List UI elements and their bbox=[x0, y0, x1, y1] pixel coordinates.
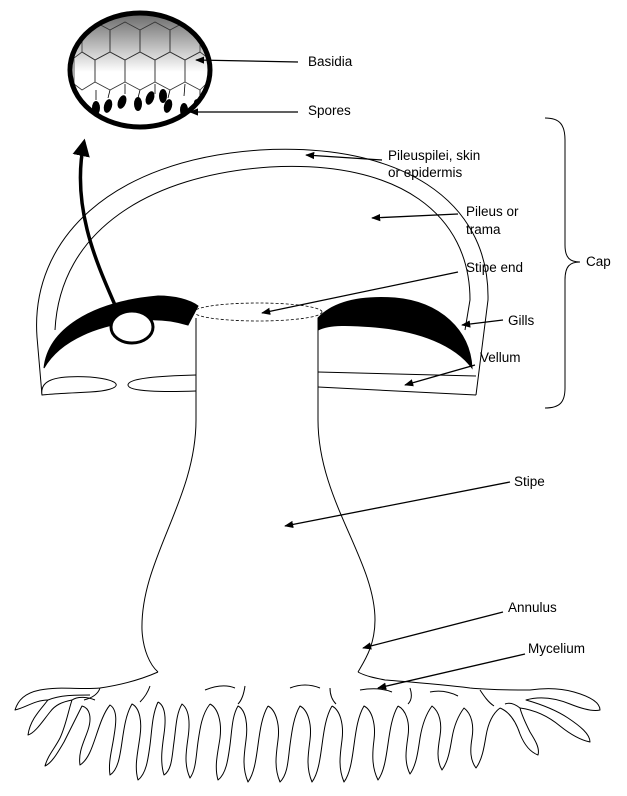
label-mycelium: Mycelium bbox=[528, 641, 585, 656]
label-pileuspilei-1: Pileuspilei, skin bbox=[388, 148, 480, 163]
stipe-end-ellipse bbox=[194, 303, 322, 321]
cap-structure bbox=[37, 149, 488, 395]
vellum-left-inner bbox=[128, 375, 196, 391]
label-pileus-1: Pileus or bbox=[466, 204, 519, 219]
arrow-vellum bbox=[405, 365, 475, 385]
label-basidia: Basidia bbox=[308, 54, 353, 69]
arrow-gills bbox=[462, 320, 503, 325]
arrow-mycelium bbox=[378, 654, 525, 688]
label-stipe-end: Stipe end bbox=[466, 260, 523, 275]
spore bbox=[134, 97, 142, 111]
arrow-pileus bbox=[372, 214, 458, 218]
vellum-right bbox=[318, 372, 476, 395]
label-cap: Cap bbox=[586, 254, 611, 269]
stipe-right-edge bbox=[318, 318, 375, 672]
cap-brace bbox=[545, 118, 580, 408]
label-stipe: Stipe bbox=[514, 474, 545, 489]
cap-outer-skin bbox=[37, 149, 488, 395]
stipe-left-edge bbox=[142, 318, 196, 672]
stipe-structure bbox=[142, 318, 375, 672]
mycelium-roots bbox=[15, 672, 600, 782]
vellum-left bbox=[42, 377, 116, 395]
label-pileuspilei-2: or epidermis bbox=[388, 165, 463, 180]
label-annulus: Annulus bbox=[508, 600, 557, 615]
arrow-annulus bbox=[363, 612, 503, 648]
basidia-gradient-layer bbox=[68, 12, 214, 92]
gill-right bbox=[318, 298, 472, 368]
arrow-stipe bbox=[285, 482, 510, 526]
basidia-inset bbox=[68, 12, 216, 132]
label-gills: Gills bbox=[508, 313, 534, 328]
spore bbox=[159, 89, 167, 103]
magnify-arrow bbox=[80, 142, 118, 312]
label-spores: Spores bbox=[308, 103, 351, 118]
arrow-pileuspilei bbox=[306, 155, 382, 160]
label-vellum: Vellum bbox=[480, 350, 521, 365]
label-pileus-2: trama bbox=[466, 222, 501, 237]
magnify-ring bbox=[111, 311, 153, 343]
